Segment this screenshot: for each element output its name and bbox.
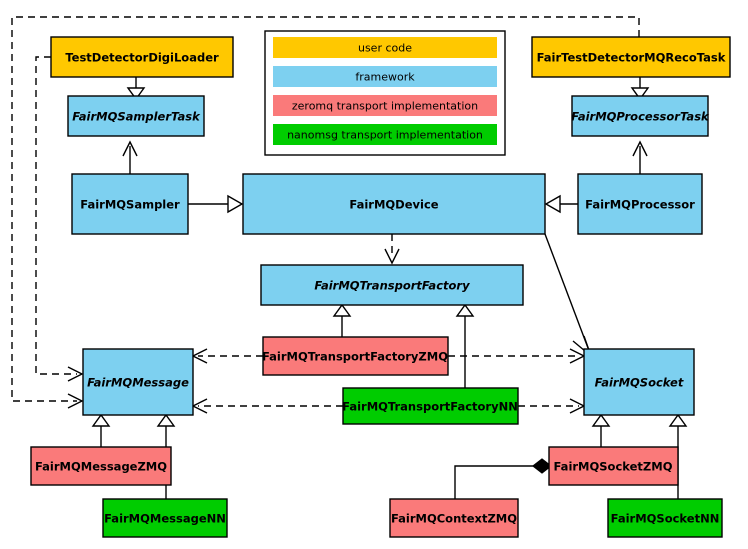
node-fairmqdevice[interactable]: FairMQDevice bbox=[242, 173, 546, 235]
node-box[interactable] bbox=[82, 348, 194, 416]
node-fairmqprocessor[interactable]: FairMQProcessor bbox=[577, 173, 703, 235]
edge-sampler-generalizes-device bbox=[188, 194, 244, 214]
edge-factorynn-to-message bbox=[191, 398, 343, 414]
legend-swatch-nanomsg bbox=[273, 124, 497, 145]
node-label: FairMQDevice bbox=[349, 198, 438, 212]
node-label: TestDetectorDigiLoader bbox=[65, 51, 219, 65]
node-box[interactable] bbox=[67, 95, 205, 137]
node-layer: TestDetectorDigiLoader FairTestDetectorM… bbox=[30, 36, 731, 538]
edge-recotask-generalizes-processortask bbox=[630, 77, 650, 101]
edge-factoryzmq-to-message bbox=[191, 348, 263, 364]
node-label: FairMQSocketNN bbox=[611, 512, 720, 526]
node-box[interactable] bbox=[262, 336, 449, 376]
node-fairmqsocket[interactable]: FairMQSocket bbox=[583, 348, 695, 416]
node-fairmqcontextzmq[interactable]: FairMQContextZMQ bbox=[389, 498, 519, 538]
edge-socketzmq-composes-contextzmq bbox=[454, 458, 552, 499]
node-label: FairMQMessage bbox=[87, 376, 189, 390]
edge-processor-generalizes-device bbox=[544, 194, 578, 214]
edge-factoryzmq-generalizes-factory bbox=[332, 303, 352, 337]
node-fairmqsampler[interactable]: FairMQSampler bbox=[71, 173, 189, 235]
node-fairtestdetectormqrecotask[interactable]: FairTestDetectorMQRecoTask bbox=[531, 36, 731, 78]
node-label: FairTestDetectorMQRecoTask bbox=[537, 51, 726, 65]
node-fairmqprocessortask[interactable]: FairMQProcessorTask bbox=[571, 95, 710, 137]
edge-sampler-to-samplertask bbox=[122, 140, 138, 174]
legend-label-user-code: user code bbox=[358, 42, 412, 55]
node-box[interactable] bbox=[71, 173, 189, 235]
edge-socketzmq-generalizes-socket bbox=[591, 413, 611, 447]
node-box[interactable] bbox=[577, 173, 703, 235]
legend: user code framework zeromq transport imp… bbox=[264, 30, 506, 156]
node-label: FairMQSampler bbox=[80, 198, 180, 212]
edge-factorynn-generalizes-factory bbox=[455, 303, 475, 388]
node-label: FairMQSocketZMQ bbox=[554, 460, 673, 474]
edge-device-to-socket bbox=[544, 233, 593, 359]
node-label: FairMQMessageNN bbox=[104, 512, 226, 526]
node-label: FairMQTransportFactoryNN bbox=[342, 400, 518, 414]
node-box[interactable] bbox=[607, 498, 723, 538]
node-fairmqtransportfactory[interactable]: FairMQTransportFactory bbox=[260, 264, 524, 306]
node-box[interactable] bbox=[548, 446, 679, 486]
edge-digiloader-to-message bbox=[35, 56, 84, 382]
node-box[interactable] bbox=[389, 498, 519, 538]
legend-swatch-user-code bbox=[273, 37, 497, 58]
node-box[interactable] bbox=[102, 498, 228, 538]
node-fairmqmessagezmq[interactable]: FairMQMessageZMQ bbox=[30, 446, 172, 486]
node-box[interactable] bbox=[30, 446, 172, 486]
edge-recotask-to-message bbox=[11, 16, 640, 409]
edge-factorynn-to-socket bbox=[518, 398, 586, 414]
node-label: FairMQContextZMQ bbox=[391, 512, 517, 526]
legend-label-framework: framework bbox=[355, 71, 415, 84]
edge-messagezmq-generalizes-message bbox=[91, 413, 111, 447]
edge-digiloader-generalizes-samplertask bbox=[126, 77, 146, 101]
node-label: FairMQMessageZMQ bbox=[35, 460, 167, 474]
node-label: FairMQProcessorTask bbox=[571, 110, 710, 124]
node-fairmqsamplertask[interactable]: FairMQSamplerTask bbox=[67, 95, 205, 137]
node-box[interactable] bbox=[531, 36, 731, 78]
node-label: FairMQTransportFactoryZMQ bbox=[262, 350, 448, 364]
node-label: FairMQProcessor bbox=[585, 198, 695, 212]
node-fairmqsocketzmq[interactable]: FairMQSocketZMQ bbox=[548, 446, 679, 486]
node-fairmqmessagenn[interactable]: FairMQMessageNN bbox=[102, 498, 228, 538]
node-label: FairMQSocket bbox=[595, 376, 684, 390]
node-label: FairMQSamplerTask bbox=[72, 110, 201, 124]
node-box[interactable] bbox=[260, 264, 524, 306]
legend-swatch-framework bbox=[273, 66, 497, 87]
node-box[interactable] bbox=[342, 387, 519, 425]
node-fairmqmessage[interactable]: FairMQMessage bbox=[82, 348, 194, 416]
legend-label-zeromq: zeromq transport implementation bbox=[292, 100, 478, 113]
node-label: FairMQTransportFactory bbox=[314, 279, 470, 293]
edge-device-to-transportfactory bbox=[384, 234, 400, 265]
node-box[interactable] bbox=[583, 348, 695, 416]
node-fairmqsocketnn[interactable]: FairMQSocketNN bbox=[607, 498, 723, 538]
node-box[interactable] bbox=[50, 36, 234, 78]
legend-swatch-zeromq bbox=[273, 95, 497, 116]
legend-label-nanomsg: nanomsg transport implementation bbox=[287, 129, 483, 142]
edge-factoryzmq-to-socket bbox=[448, 348, 586, 364]
node-fairmqtransportfactoryzmq[interactable]: FairMQTransportFactoryZMQ bbox=[262, 336, 449, 376]
node-fairmqtransportfactorynn[interactable]: FairMQTransportFactoryNN bbox=[342, 387, 519, 425]
node-box[interactable] bbox=[571, 95, 709, 137]
edge-processor-to-processortask bbox=[632, 140, 648, 174]
node-testdetectordigiloader[interactable]: TestDetectorDigiLoader bbox=[50, 36, 234, 78]
node-box[interactable] bbox=[242, 173, 546, 235]
